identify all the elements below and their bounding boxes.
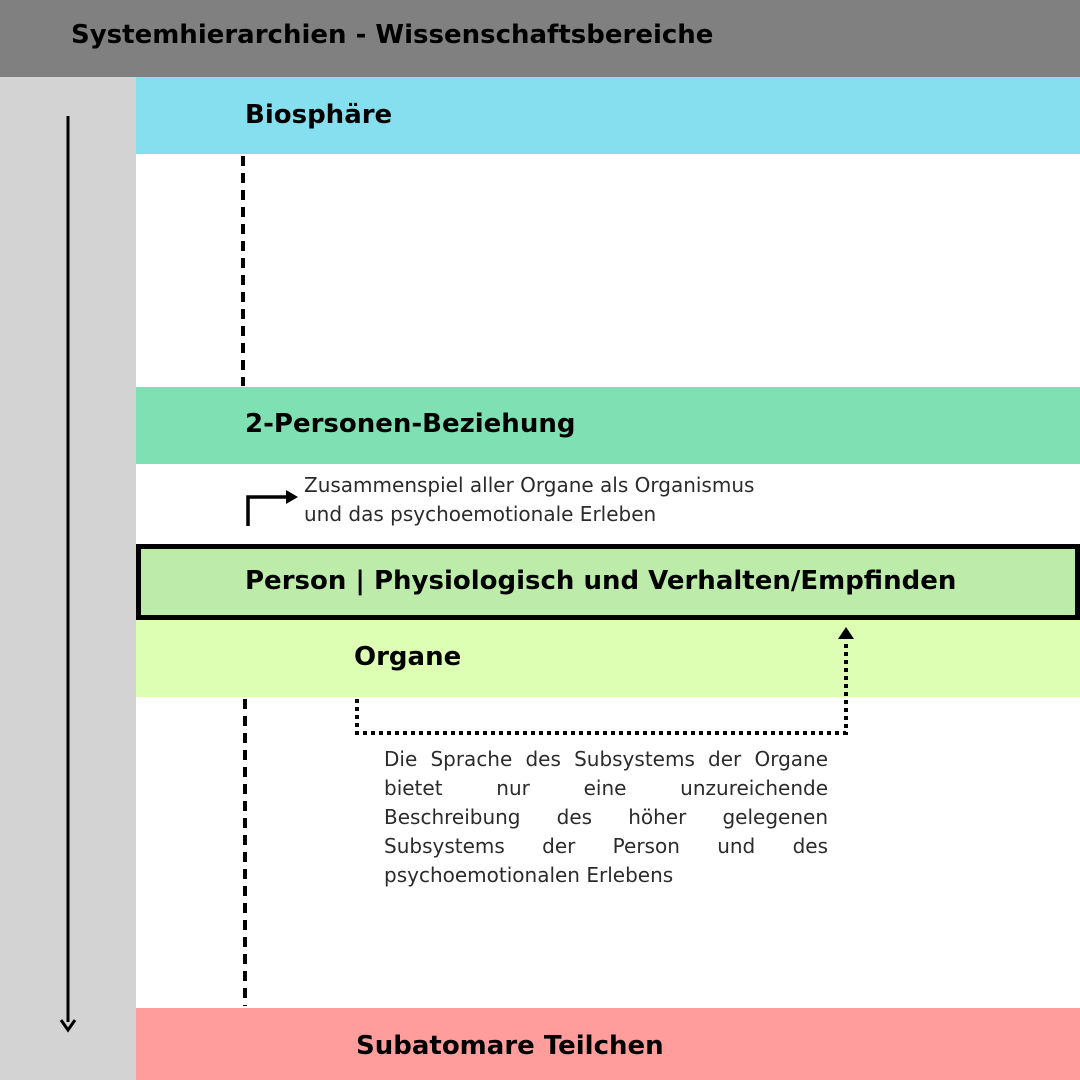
emergence-note: Zusammenspiel aller Organe als Organismu… — [304, 471, 754, 529]
emergence-note-line: und das psychoemotionale Erleben — [304, 502, 657, 526]
diagram-title: Systemhierarchien - Wissenschaftsbereich… — [71, 20, 714, 50]
level-label-two-person-relationship: 2-Personen-Beziehung — [245, 409, 576, 439]
emergence-arrow-icon — [246, 490, 298, 526]
emergence-note-line: Zusammenspiel aller Organe als Organismu… — [304, 473, 755, 497]
level-person: Person | Physiologisch und Verhalten/Emp… — [136, 544, 1080, 620]
title-bar: Systemhierarchien - Wissenschaftsbereich… — [0, 0, 1080, 77]
level-biosphere: Biosphäre — [136, 77, 1080, 154]
level-label-organs: Organe — [354, 642, 462, 672]
level-two-person-relationship: 2-Personen-Beziehung — [136, 387, 1080, 464]
level-label-biosphere: Biosphäre — [245, 100, 393, 130]
level-label-person: Person | Physiologisch und Verhalten/Emp… — [245, 566, 957, 596]
hierarchy-sidebar — [0, 77, 136, 1080]
level-organs: Organe — [136, 620, 1080, 697]
level-subatomic-particles: Subatomare Teilchen — [136, 1008, 1080, 1080]
language-note: Die Sprache des Subsystems der Organe bi… — [384, 747, 828, 887]
level-label-subatomic-particles: Subatomare Teilchen — [356, 1031, 664, 1061]
